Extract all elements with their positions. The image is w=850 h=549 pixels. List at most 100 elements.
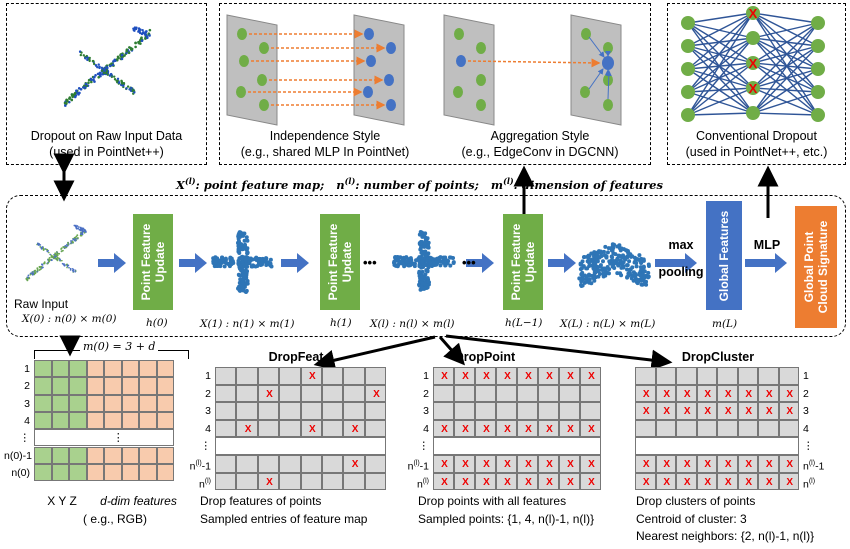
h1-label: h(1) [330, 317, 352, 329]
grid-cell [696, 367, 717, 385]
grid-row-label: ⋮ [418, 440, 430, 453]
grid-cell: X [696, 472, 717, 491]
grid-cell: X [454, 367, 475, 385]
drop-x-mark: X [308, 371, 316, 383]
grid-cell: X [635, 472, 656, 491]
grid-cell: X [538, 455, 559, 473]
matrix-cell [69, 360, 87, 378]
matrix-row-label: ⋮ [19, 432, 31, 445]
grid-cell [737, 367, 758, 385]
drop-x-mark: X [546, 476, 553, 488]
matrix-cell [69, 394, 87, 412]
m0-label: m(0) = 3 + d [80, 340, 159, 353]
grid-cell [343, 472, 365, 491]
drop-x-mark: X [567, 424, 574, 436]
grid-cell [279, 384, 301, 403]
grid-cell: X [496, 455, 517, 473]
matrix-cell [69, 377, 87, 395]
hL1-label: h(L−1) [505, 317, 543, 329]
grid-row-label: 1 [423, 370, 429, 382]
matrix-gap-row [34, 429, 174, 447]
grid-cell [215, 367, 237, 385]
raw-input-label: Raw Input [14, 297, 69, 311]
matrix-vdots: ⋮ [112, 432, 124, 445]
grid-row-label: n(l) [198, 477, 211, 491]
matrix-cell [121, 463, 139, 482]
grid-cell [215, 419, 237, 438]
grid-cell: X [475, 455, 496, 473]
grid-cell [364, 402, 387, 420]
matrix-cell [139, 360, 157, 378]
legend-x-sup: (l) [184, 176, 196, 186]
grid-row-label: n(l) [416, 477, 429, 491]
grid-cell: X [737, 472, 758, 491]
drop-x-mark: X [704, 388, 712, 400]
grid-cell [559, 402, 580, 420]
grid-cell: X [433, 419, 454, 438]
grid-cell [279, 455, 301, 473]
grid-cell [655, 367, 676, 385]
grid-cell [475, 402, 496, 420]
grid-cell [322, 419, 344, 438]
grid-cell [433, 384, 454, 403]
grid-cell [364, 367, 387, 385]
grid-cell [778, 367, 799, 385]
grid-cell: X [364, 384, 387, 403]
grid-cell [517, 384, 538, 403]
x0-shape-label: X(0) : n(0) × m(0) [22, 313, 117, 325]
grid-cell [257, 455, 280, 473]
grid-cell: X [655, 472, 676, 491]
grid-cell: X [257, 384, 280, 403]
grid-cell: X [236, 419, 258, 438]
drop-x-mark: X [724, 459, 732, 471]
drop-x-mark: X [504, 459, 511, 471]
grid-cell: X [517, 472, 538, 491]
matrix-cell [34, 360, 52, 378]
dropcluster-desc1: Drop clusters of points [636, 494, 756, 508]
matrix-cell [104, 411, 122, 430]
matrix-cell [86, 446, 104, 464]
independence-title: Independence Style [269, 129, 381, 143]
grid-gap-row [433, 437, 601, 455]
grid-cell [559, 384, 580, 403]
matrix-cell [139, 377, 157, 395]
matrix-row-label: 3 [24, 397, 30, 410]
drop-x-mark: X [588, 476, 595, 488]
legend-n-symbol: n [336, 177, 345, 192]
drop-x-mark: X [546, 459, 553, 471]
grid-cell [517, 402, 538, 420]
grid-cell [676, 367, 697, 385]
grid-cell: X [655, 384, 676, 403]
drop-x-mark: X [351, 459, 359, 471]
grid-cell: X [758, 455, 779, 473]
matrix-cell [139, 394, 157, 412]
grid-cell [364, 419, 387, 438]
grid-cell: X [676, 384, 697, 403]
grid-cell: X [496, 472, 517, 491]
pfu-3-line2: Update [523, 241, 537, 283]
drop-x-mark: X [786, 406, 794, 418]
matrix-cell [69, 463, 87, 482]
matrix-cell [121, 360, 139, 378]
h0-label: h(0) [146, 317, 168, 329]
grid-cell: X [737, 455, 758, 473]
grid-cell: X [635, 384, 656, 403]
pfu-1-line2: Update [153, 241, 167, 283]
global-features-box: Global Features [706, 201, 742, 310]
grid-cell: X [737, 384, 758, 403]
grid-cell [538, 384, 559, 403]
grid-cell [322, 455, 344, 473]
grid-cell: X [676, 402, 697, 420]
grid-cell: X [778, 402, 799, 420]
drop-x-mark: X [483, 424, 490, 436]
drop-x-mark: X [483, 476, 490, 488]
drop-x-mark: X [745, 459, 753, 471]
drop-x-mark: X [642, 406, 650, 418]
matrix-cell [121, 411, 139, 430]
grid-cell: X [454, 419, 475, 438]
drop-x-mark: X [462, 371, 469, 383]
matrix-cell [104, 446, 122, 464]
signature-line1: Global Point [802, 231, 816, 303]
drop-x-mark: X [663, 459, 671, 471]
grid-cell [364, 472, 387, 491]
